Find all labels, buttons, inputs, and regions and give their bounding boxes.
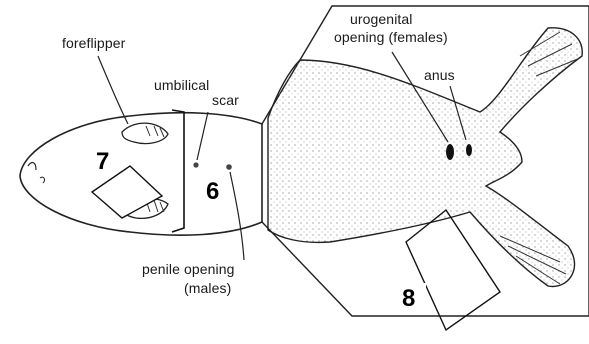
foreflipper-leader xyxy=(98,56,128,124)
penile-opening-dot xyxy=(226,164,232,170)
region-number-8: 8 xyxy=(402,287,415,311)
anus-mark xyxy=(466,144,472,156)
anus-label: anus xyxy=(424,68,455,83)
region-number-7: 7 xyxy=(96,150,109,174)
urogenital-label-line2: opening (females) xyxy=(334,30,448,45)
urogenital-label-line1: urogenital xyxy=(350,12,413,27)
umbilical-scar-dot xyxy=(193,162,198,167)
penile-label-line1: penile opening xyxy=(142,262,234,277)
region-number-6: 6 xyxy=(206,180,219,204)
umbilical-label-line2: scar xyxy=(212,93,239,108)
foreflipper-label: foreflipper xyxy=(62,36,125,51)
umbilical-label-line1: umbilical xyxy=(154,78,209,93)
urogenital-opening-mark xyxy=(446,144,454,160)
penile-label-line2: (males) xyxy=(184,281,231,296)
